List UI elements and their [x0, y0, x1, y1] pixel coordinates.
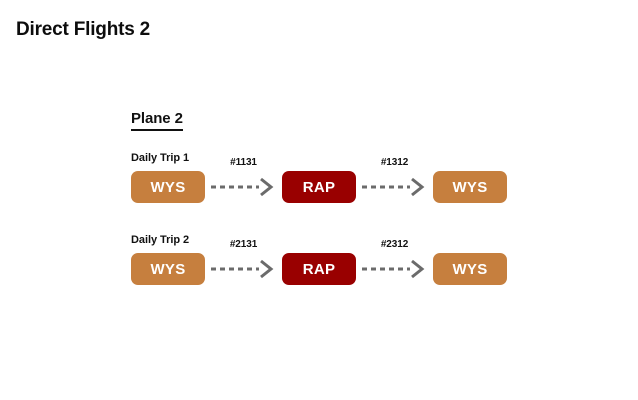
plane-section: Plane 2 Daily Trip 1 WYS #1131 RAP #1312 — [131, 110, 507, 285]
airport-node-origin[interactable]: WYS — [131, 253, 205, 285]
airport-code: WYS — [452, 260, 488, 278]
trip-group: Daily Trip 1 WYS #1131 RAP #1312 — [131, 152, 507, 203]
plane-heading: Plane 2 — [131, 110, 183, 131]
dashed-arrow-icon — [362, 259, 425, 279]
trip-route: WYS #2131 RAP #2312 WYS — [131, 239, 507, 285]
airport-node-hub[interactable]: RAP — [282, 253, 356, 285]
airport-code: RAP — [302, 178, 336, 196]
flight-number-label: #2131 — [229, 239, 258, 250]
flight-connector: #1312 — [356, 157, 433, 203]
flight-number-label: #1131 — [230, 157, 257, 168]
airport-node-origin[interactable]: WYS — [433, 253, 507, 285]
airport-code: RAP — [302, 260, 336, 278]
dashed-arrow-icon — [211, 259, 274, 279]
trip-label: Daily Trip 2 — [131, 234, 190, 246]
flight-connector: #1131 — [205, 157, 282, 203]
dashed-arrow-icon — [362, 177, 425, 197]
airport-node-origin[interactable]: WYS — [433, 171, 507, 203]
flight-number-label: #1312 — [380, 157, 409, 168]
flight-connector: #2131 — [205, 239, 282, 285]
flight-connector: #2312 — [356, 239, 433, 285]
dashed-arrow-icon — [211, 177, 274, 197]
airport-code: WYS — [150, 260, 186, 278]
trip-label: Daily Trip 1 — [131, 152, 190, 164]
airport-code: WYS — [150, 178, 186, 196]
page-title: Direct Flights 2 — [16, 19, 151, 40]
airport-node-hub[interactable]: RAP — [282, 171, 356, 203]
airport-node-origin[interactable]: WYS — [131, 171, 205, 203]
trip-route: WYS #1131 RAP #1312 WYS — [131, 157, 507, 203]
airport-code: WYS — [452, 178, 488, 196]
flight-number-label: #2312 — [380, 239, 409, 250]
trip-group: Daily Trip 2 WYS #2131 RAP #2312 — [131, 234, 507, 285]
